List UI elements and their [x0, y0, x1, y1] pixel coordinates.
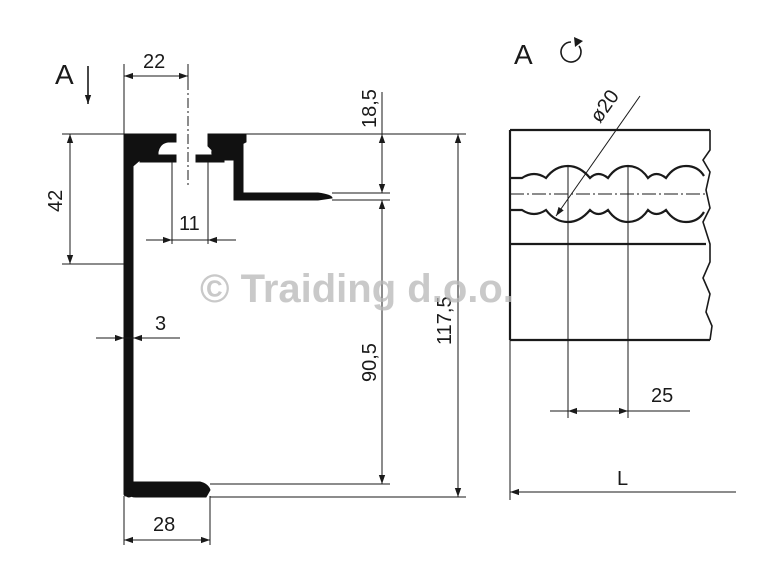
- dim-length-label: L: [617, 468, 628, 490]
- hole-row-bottom: [510, 208, 705, 224]
- dim-top-width-label: 22: [143, 51, 165, 73]
- dim-top-width: 22: [123, 51, 189, 134]
- hole-row-top: [510, 164, 705, 180]
- dim-hole-diameter-label: ø20: [586, 86, 624, 127]
- dim-total-height-label: 117,5: [434, 296, 456, 345]
- dim-hole-diameter: ø20: [555, 86, 641, 217]
- dim-left-height: 42: [45, 133, 124, 265]
- profile-step: [233, 141, 333, 201]
- rotate-clockwise-icon: [560, 37, 583, 63]
- profile-bottom-flange: [123, 481, 211, 498]
- dim-wall-thickness: 3: [96, 313, 180, 342]
- dim-top-gap: 18,5: [359, 89, 386, 193]
- dim-left-height-label: 42: [45, 190, 67, 212]
- profile-inner-bar-right: [195, 154, 225, 163]
- section-label: A: [514, 39, 533, 70]
- dim-total-height: 117,5: [434, 134, 462, 497]
- dim-wall-thickness-label: 3: [155, 313, 166, 335]
- profile-inner-bar-left: [139, 154, 177, 163]
- dim-inner-height-label: 90,5: [359, 343, 381, 382]
- dim-slot-width-label: 11: [179, 213, 200, 235]
- dim-length: L: [509, 340, 736, 500]
- watermark: © Traiding d.o.o.: [200, 267, 514, 311]
- dim-top-gap-label: 18,5: [359, 89, 381, 128]
- view-label: A: [55, 59, 74, 90]
- dim-hole-pitch-label: 25: [651, 385, 673, 407]
- dim-slot-width: 11: [146, 162, 236, 244]
- profile-section: [123, 80, 333, 498]
- profile-wall: [123, 133, 134, 497]
- dim-hole-pitch: 25: [550, 385, 690, 415]
- dim-bottom-width-label: 28: [153, 514, 175, 536]
- dim-inner-height: 90,5: [359, 200, 386, 484]
- dim-bottom-width: 28: [123, 496, 211, 545]
- view-a-strip: [508, 128, 713, 418]
